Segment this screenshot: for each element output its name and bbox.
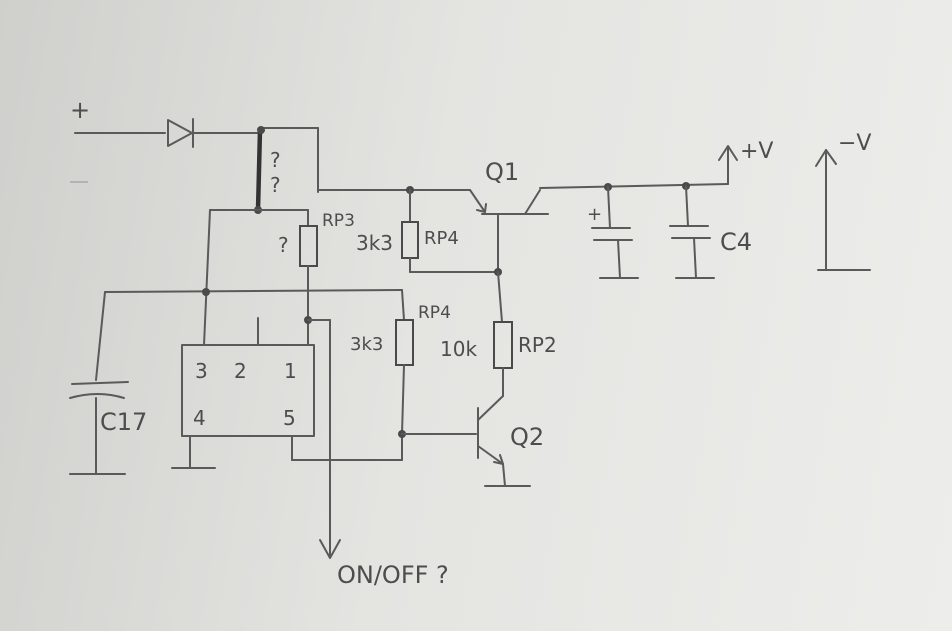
left-supply-wire — [203, 209, 211, 346]
onoff-label: ON/OFF ? — [337, 561, 449, 589]
rp3-value: ? — [278, 233, 289, 257]
q1-emitter — [469, 189, 486, 213]
q2-label: Q2 — [510, 423, 544, 451]
rp4-value: 3k3 — [356, 231, 393, 255]
ic-pin5: 5 — [283, 406, 296, 430]
input-plus-label: + — [70, 96, 90, 124]
rp4b-lead — [401, 364, 405, 435]
c17-label: C17 — [100, 408, 147, 436]
link-unknown-bottom: ? — [270, 173, 281, 197]
resistor-rp3 — [299, 225, 318, 267]
rp2-label: RP2 — [518, 333, 557, 357]
q1-emitter-arrow — [476, 203, 487, 213]
capacitor-c17 — [69, 291, 129, 475]
rp3-label: RP3 — [322, 211, 355, 231]
neg-out-label: −V — [838, 131, 871, 156]
ic-pin3: 3 — [195, 359, 208, 383]
junction-dot — [257, 126, 265, 134]
rp4b-lead — [401, 289, 405, 321]
resistor-rp4 — [401, 221, 419, 259]
rp4-label: RP4 — [424, 228, 459, 249]
rp4b-label: RP4 — [418, 303, 451, 323]
diode — [167, 118, 263, 148]
resistor-rp2 — [493, 321, 513, 369]
rp2-value: 10k — [440, 337, 477, 361]
q1-collector — [524, 189, 541, 215]
resistor-rp4-lower — [395, 319, 414, 366]
capacitor-c4 — [669, 185, 715, 279]
ic-box — [181, 344, 315, 437]
output-capacitor — [591, 186, 639, 279]
transistor-q2 — [401, 395, 531, 487]
q1-label: Q1 — [485, 158, 519, 186]
pos-out-label: +V — [740, 139, 773, 164]
neg-out — [815, 149, 871, 271]
c4-label: C4 — [720, 228, 752, 256]
capacitor-polarity: + — [587, 204, 602, 225]
junction-dot — [202, 288, 210, 296]
mid-bus — [104, 289, 403, 293]
ic-pin4: 4 — [193, 406, 206, 430]
ic-pin2: 2 — [234, 359, 247, 383]
link-unknown-top: ? — [270, 148, 281, 172]
ic-pin1: 1 — [284, 359, 297, 383]
rp4b-value: 3k3 — [350, 334, 383, 355]
unknown-link — [255, 127, 263, 213]
rp2-lead — [497, 271, 503, 323]
pos-out-arrow — [718, 145, 738, 161]
output-rail — [539, 183, 729, 189]
onoff-arrow — [319, 539, 341, 559]
